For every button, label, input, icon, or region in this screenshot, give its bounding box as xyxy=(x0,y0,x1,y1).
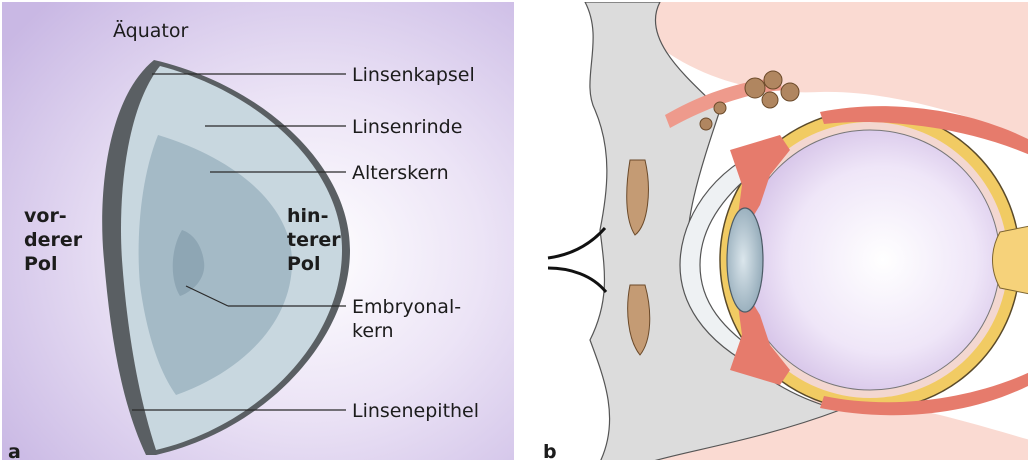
vitreous-body xyxy=(740,130,1000,390)
optic-nerve xyxy=(993,226,1030,294)
label-hinterer-pol-2: terer xyxy=(287,229,341,251)
label-aequator: Äquator xyxy=(113,19,188,42)
label-vorderer-pol-1: vor- xyxy=(24,205,67,227)
label-embryonalkern-1: Embryonal- xyxy=(352,296,461,318)
label-alterskern: Alterskern xyxy=(352,162,449,184)
panel-b: b xyxy=(525,2,1030,462)
label-linsenrinde: Linsenrinde xyxy=(352,116,462,138)
label-vorderer-pol-2: derer xyxy=(24,229,83,251)
label-linsenkapsel: Linsenkapsel xyxy=(352,64,475,86)
label-linsenepithel: Linsenepithel xyxy=(352,400,479,422)
panel-a: Äquator vor- derer Pol hin- terer Pol Li… xyxy=(2,2,514,462)
label-hinterer-pol-3: Pol xyxy=(287,253,321,275)
eye-lens xyxy=(727,208,763,312)
label-embryonalkern-2: kern xyxy=(352,320,394,342)
panel-letter-a: a xyxy=(8,441,21,462)
label-vorderer-pol-3: Pol xyxy=(24,253,58,275)
label-hinterer-pol-1: hin- xyxy=(287,205,328,227)
panel-letter-b: b xyxy=(543,441,557,462)
